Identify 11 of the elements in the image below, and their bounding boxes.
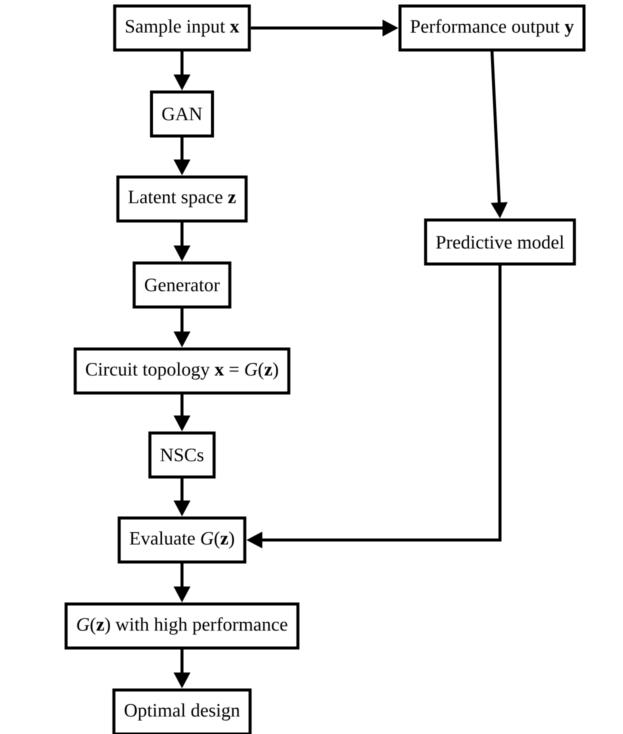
- process-box: NSCs: [148, 432, 216, 478]
- process-box: Predictive model: [424, 218, 576, 266]
- process-box: Sample input x: [113, 4, 251, 52]
- process-box: Evaluate G(z): [118, 516, 246, 564]
- process-box: Circuit topology x = G(z): [74, 348, 290, 394]
- process-box: Generator: [132, 262, 232, 308]
- process-box: Optimal design: [112, 688, 252, 734]
- process-box: G(z) with high performance: [64, 602, 300, 650]
- process-box: GAN: [150, 90, 214, 138]
- process-box: Latent space z: [116, 176, 248, 222]
- process-box: Performance output y: [398, 4, 586, 52]
